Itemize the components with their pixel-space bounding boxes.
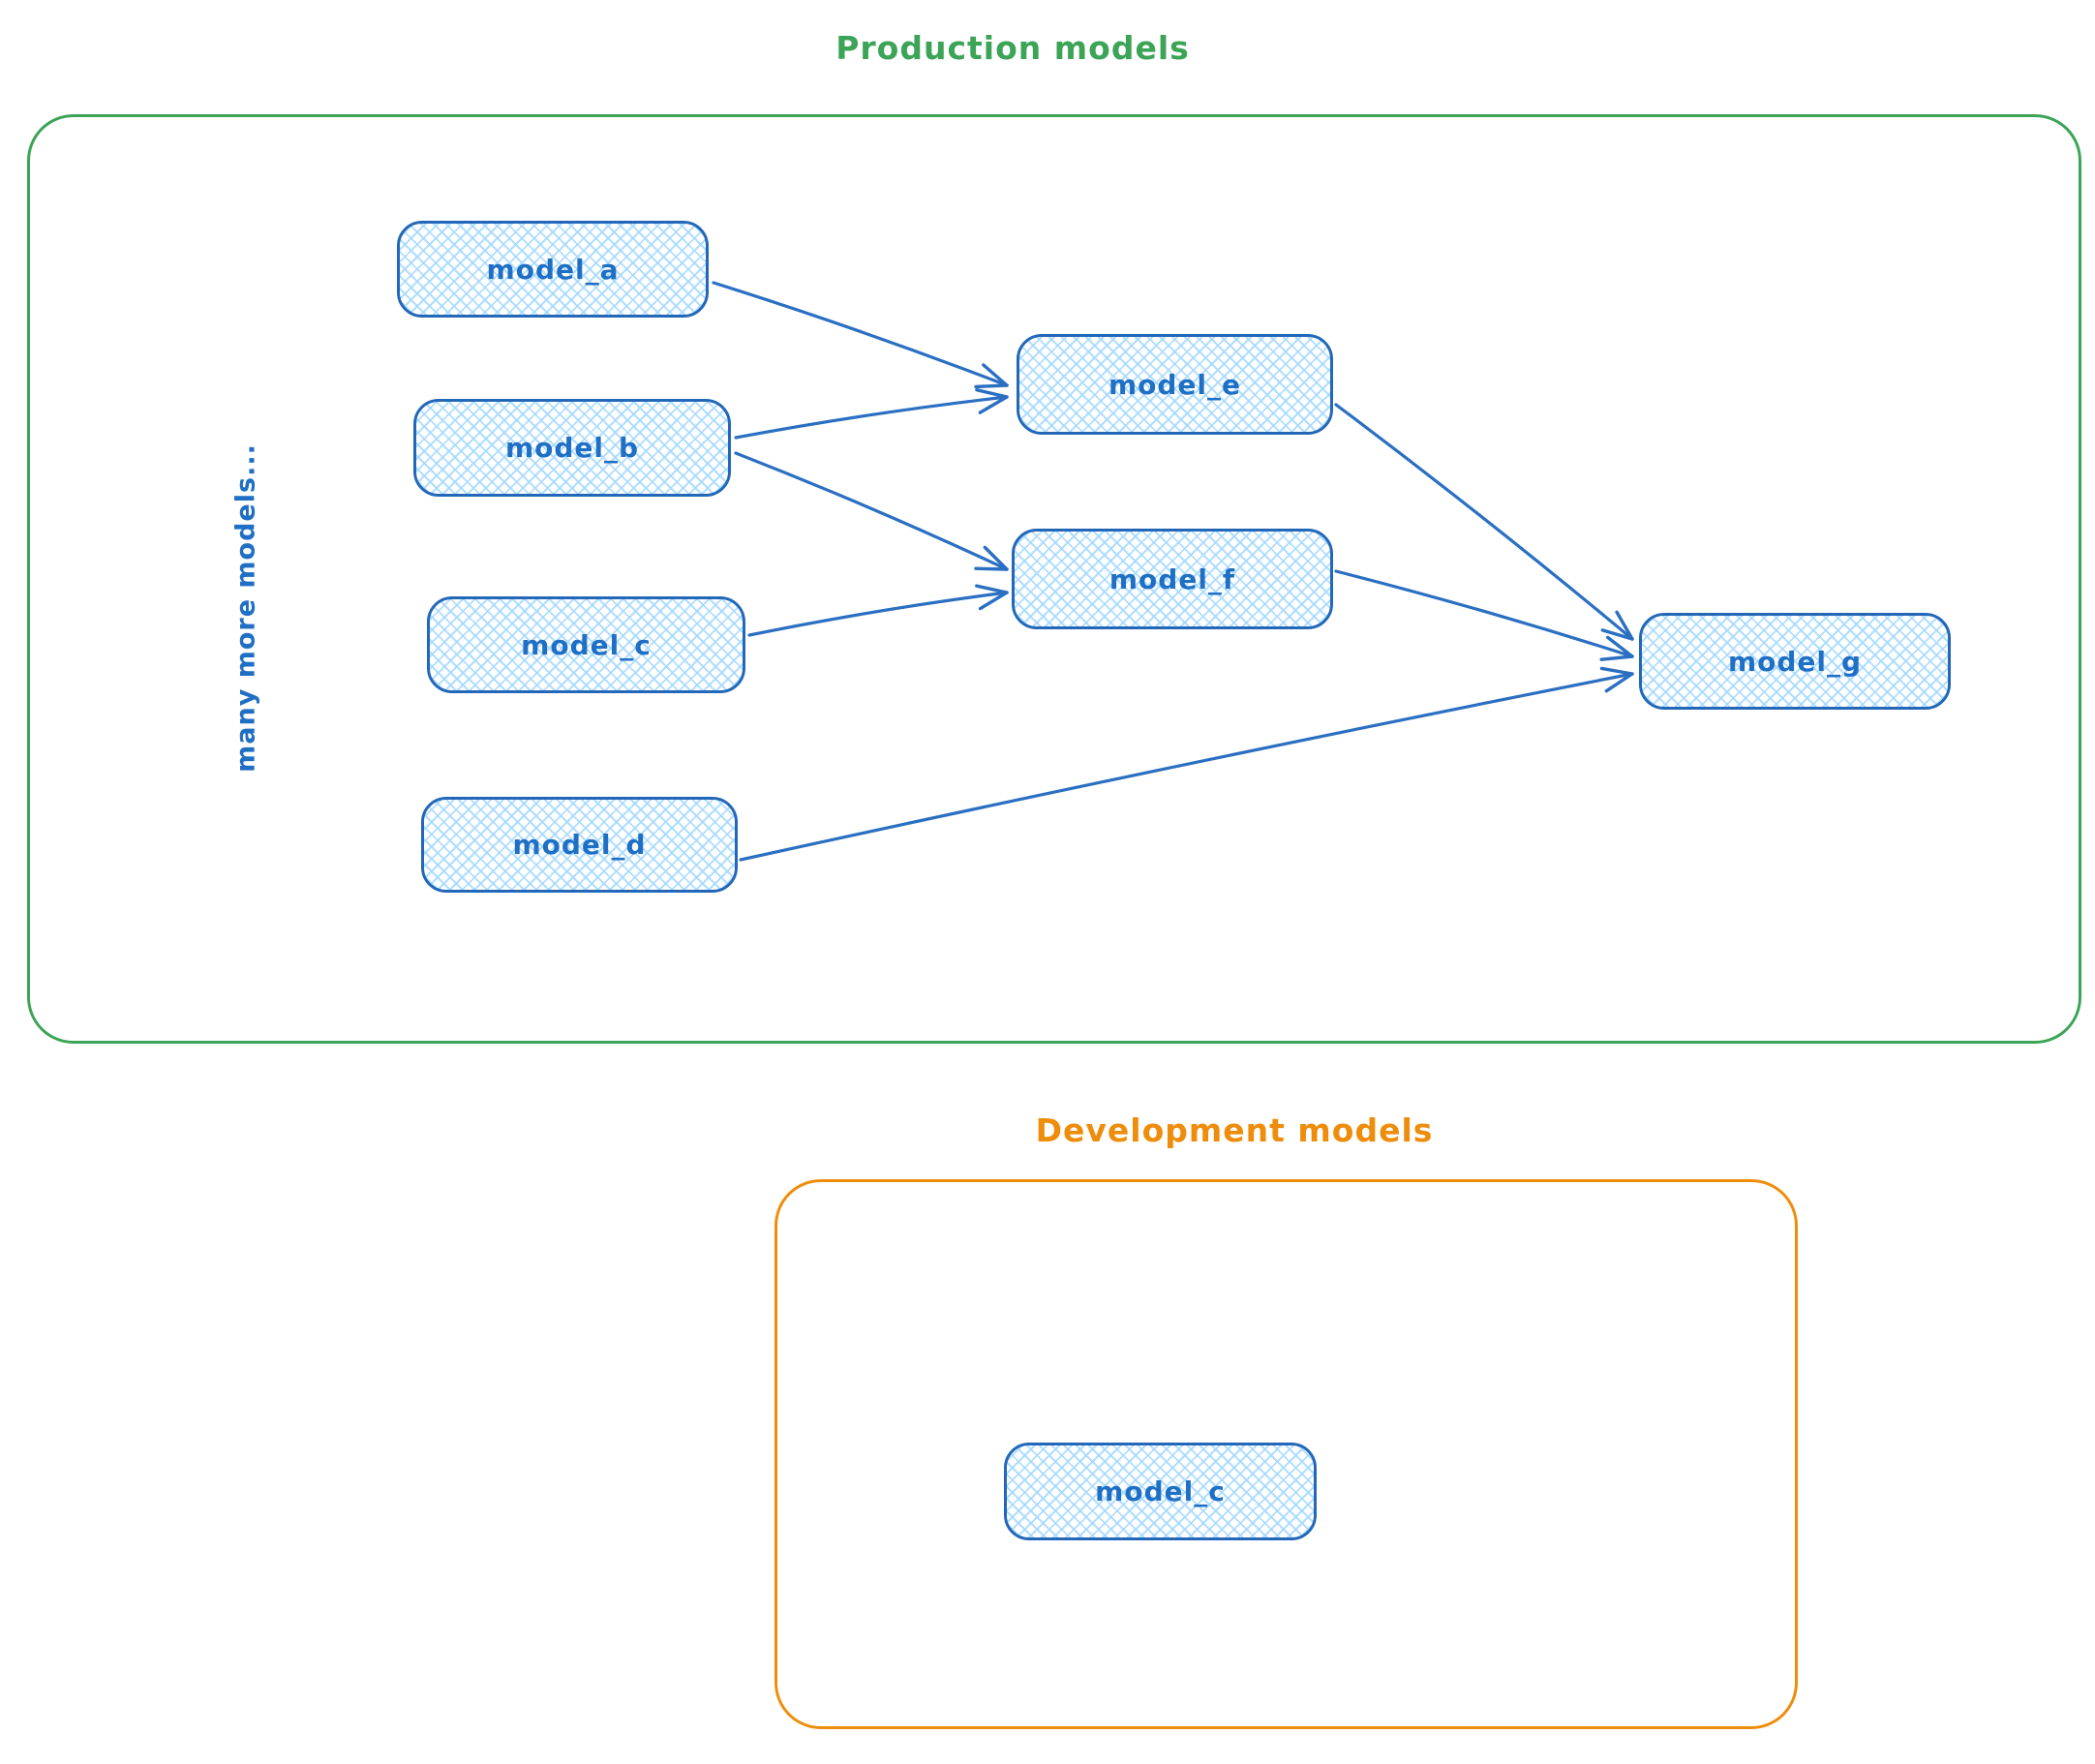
edge-model_f-to-model_g[interactable]: [1334, 569, 1634, 661]
node-label: model_g: [1727, 645, 1863, 678]
edge-model_b-to-model_e[interactable]: [734, 387, 1009, 440]
node-model_b[interactable]: model_b: [413, 399, 731, 497]
edge-model_a-to-model_e[interactable]: [712, 281, 1009, 389]
node-label: model_a: [486, 253, 620, 286]
node-model_f[interactable]: model_f: [1012, 529, 1333, 629]
node-label: model_e: [1108, 368, 1242, 401]
node-model_g[interactable]: model_g: [1639, 613, 1951, 710]
production-group-title: Production models: [835, 29, 1190, 67]
node-label: model_c: [1095, 1475, 1226, 1507]
node-model_c[interactable]: model_c: [427, 596, 745, 693]
node-model_e[interactable]: model_e: [1017, 334, 1333, 435]
edge-model_b-to-model_f[interactable]: [734, 451, 1009, 571]
edge-model_d-to-model_g[interactable]: [739, 666, 1634, 862]
edge-model_e-to-model_g[interactable]: [1334, 403, 1634, 641]
development-group-title: Development models: [1035, 1111, 1434, 1149]
many-more-models-label: many more models...: [230, 443, 261, 773]
node-label: model_b: [504, 432, 640, 464]
node-label: model_d: [512, 829, 647, 861]
development-group-box[interactable]: [774, 1179, 1798, 1729]
production-group-box[interactable]: [27, 114, 2081, 1044]
node-model_a[interactable]: model_a: [397, 221, 709, 318]
node-label: model_c: [521, 628, 652, 661]
node-label: model_f: [1108, 563, 1236, 595]
node-dev_model_c[interactable]: model_c: [1004, 1443, 1317, 1540]
edge-model_c-to-model_f[interactable]: [747, 584, 1009, 637]
node-model_d[interactable]: model_d: [421, 797, 738, 893]
